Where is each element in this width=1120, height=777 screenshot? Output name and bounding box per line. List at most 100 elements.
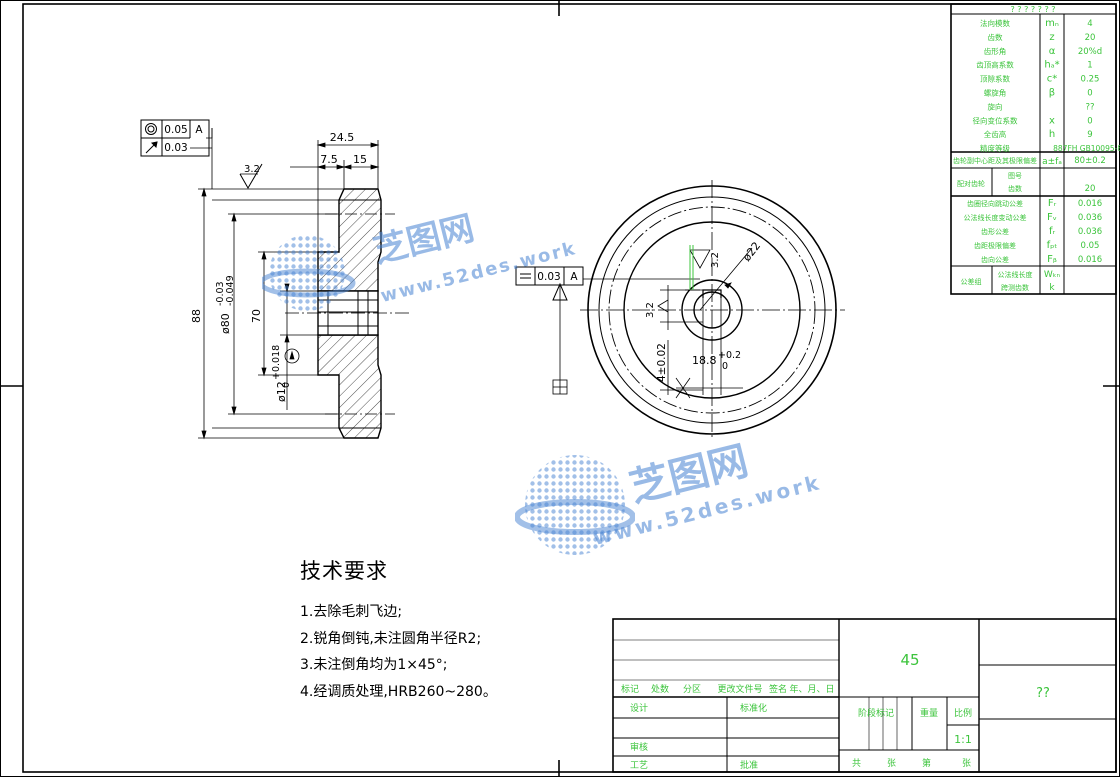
fcf-left-row2-value: 0.03 bbox=[164, 142, 187, 154]
dim-keyway-depth: 18.8 bbox=[692, 354, 717, 367]
tb-header-cell: 年、月、日 bbox=[789, 683, 834, 695]
param-tol-name: 齿向公差 bbox=[981, 255, 1009, 264]
param-name: 径向变位系数 bbox=[973, 115, 1018, 125]
dim-width-total: 24.5 bbox=[330, 131, 355, 144]
gear-front-view bbox=[580, 180, 845, 440]
param-symbol: β bbox=[1049, 88, 1055, 99]
gear-section-view bbox=[285, 188, 410, 439]
rough-key-side: 3.2 bbox=[645, 302, 656, 318]
roughness-top: 3.2 bbox=[244, 164, 260, 175]
dim-keyway-tol-upper: +0.2 bbox=[718, 350, 741, 361]
param-name: 全齿高 bbox=[984, 129, 1007, 139]
tb-total: 共 bbox=[852, 758, 861, 769]
technical-notes: 技术要求 1.去除毛刺飞边; 2.锐角倒钝,未注圆角半径R2; 3.未注倒角均为… bbox=[300, 555, 620, 705]
param-tol-value: 0.036 bbox=[1078, 213, 1102, 223]
tb-standard: 标准化 bbox=[740, 702, 767, 714]
param-check-sym2: k bbox=[1049, 283, 1055, 293]
title-scale: 1:1 bbox=[954, 733, 972, 746]
title-block-frame bbox=[612, 618, 1117, 773]
title-material: 45 bbox=[900, 651, 919, 669]
param-value: 1 bbox=[1087, 61, 1092, 71]
tb-approve: 批准 bbox=[740, 759, 758, 771]
dim-keyway-tol-lower: 0 bbox=[722, 361, 728, 372]
dim-pitch-dia: ø80 bbox=[219, 313, 232, 334]
param-value: 0.25 bbox=[1081, 75, 1100, 85]
param-tol-symbol: Fᵥ bbox=[1047, 212, 1057, 223]
dim-width-b: 15 bbox=[353, 153, 367, 166]
param-value: 20 bbox=[1085, 33, 1096, 43]
notes-line-3: 3.未注倒角均为1×45°; bbox=[300, 657, 448, 673]
param-mating-value: 20 bbox=[1085, 184, 1096, 194]
title-name: ?? bbox=[1036, 686, 1050, 701]
watermark-globe-icon-2 bbox=[515, 455, 635, 555]
fcf-left bbox=[140, 119, 210, 157]
watermark-globe-icon-1 bbox=[262, 235, 356, 311]
title-header-row: 标记处数分区更改文件号签名年、月、日 bbox=[621, 683, 835, 695]
param-tol-symbol: fₚₜ bbox=[1047, 240, 1058, 251]
tb-sheet: 张 bbox=[962, 758, 971, 769]
param-tol-value: 0.05 bbox=[1081, 241, 1100, 251]
param-mating-sub1: 图号 bbox=[1008, 172, 1022, 180]
param-tol-symbol: fᵣ bbox=[1049, 226, 1056, 237]
param-value: 20%d bbox=[1078, 47, 1102, 57]
dim-bore-tol-lower: 0 bbox=[281, 382, 292, 388]
tb-design: 设计 bbox=[630, 702, 648, 714]
param-mating-label: 配对齿轮 bbox=[957, 179, 985, 188]
param-tol-name: 齿形公差 bbox=[981, 227, 1009, 236]
fcf-right-datum: A bbox=[570, 271, 578, 283]
param-tol-value: 0.016 bbox=[1078, 199, 1102, 209]
tb-ratio: 比例 bbox=[954, 707, 972, 719]
notes-line-4: 4.经调质处理,HRB260~280。 bbox=[300, 683, 497, 700]
param-tol-name: 齿距极限偏差 bbox=[974, 241, 1016, 250]
param-tol-value: 0.016 bbox=[1078, 255, 1102, 265]
param-tol-name: 公法线长度变动公差 bbox=[964, 213, 1027, 222]
dim-pitch-tol-upper: -0.03 bbox=[215, 281, 226, 306]
param-symbol: z bbox=[1049, 32, 1054, 43]
param-name: 齿形角 bbox=[984, 46, 1007, 56]
notes-title: 技术要求 bbox=[300, 559, 388, 583]
param-table-frame bbox=[950, 3, 1117, 295]
fcf-right-value: 0.03 bbox=[537, 271, 560, 283]
notes-line-2: 2.锐角倒钝,未注圆角半径R2; bbox=[300, 630, 482, 647]
tb-header-cell: 标记 bbox=[621, 683, 639, 695]
param-name: 精度等级 bbox=[980, 143, 1010, 153]
dim-bore-dia: ø12 bbox=[275, 381, 288, 402]
fcf-left-row1-value: 0.05 bbox=[164, 124, 187, 136]
param-symbol: c* bbox=[1047, 74, 1058, 85]
dim-width-a: 7.5 bbox=[320, 153, 338, 166]
param-name: 顶隙系数 bbox=[980, 74, 1010, 84]
front-dimensions bbox=[552, 247, 753, 399]
param-name: 螺旋角 bbox=[984, 88, 1007, 98]
param-name: 法向模数 bbox=[980, 18, 1010, 28]
param-value: 0 bbox=[1087, 116, 1092, 126]
tb-page: 第 bbox=[922, 757, 931, 769]
fcf-right bbox=[515, 266, 584, 286]
param-tol-value: 0.036 bbox=[1078, 227, 1102, 237]
notes-line-1: 1.去除毛刺飞边; bbox=[300, 604, 403, 620]
tb-sheets: 张 bbox=[887, 758, 896, 769]
dim-keyway-width: 4±0.02 bbox=[656, 343, 668, 382]
param-name: 齿顶高系数 bbox=[976, 60, 1014, 70]
param-center-name: 齿轮副中心距及其极限偏差 bbox=[953, 156, 1037, 165]
param-mating-sub2: 齿数 bbox=[1008, 184, 1022, 193]
param-check-sym1: Wₖₙ bbox=[1044, 270, 1061, 280]
front-green-lines bbox=[689, 245, 694, 290]
param-symbol: x bbox=[1049, 115, 1055, 126]
tb-review: 审核 bbox=[630, 741, 648, 753]
dim-bore-side: ø22 bbox=[740, 240, 763, 264]
param-symbol: α bbox=[1049, 46, 1056, 57]
dim-outer-dia: 88 bbox=[190, 309, 203, 323]
dim-bore-tol-upper: +0.018 bbox=[271, 345, 282, 380]
dim-pitch-tol-lower: -0.049 bbox=[225, 275, 236, 306]
param-value: 887FH GB10095-88 bbox=[1053, 144, 1120, 153]
rough-key-top: 3.2 bbox=[710, 252, 721, 268]
tb-process: 工艺 bbox=[630, 760, 648, 771]
fcf-left-row1-datum: A bbox=[195, 124, 203, 136]
tb-header-cell: 签名 bbox=[769, 683, 787, 695]
param-check-sub2: 跨测齿数 bbox=[1001, 283, 1029, 292]
param-value: 9 bbox=[1087, 130, 1092, 140]
dim-hub-dia: 70 bbox=[250, 309, 263, 323]
tb-stage-mark: 阶段标记 bbox=[858, 707, 894, 719]
